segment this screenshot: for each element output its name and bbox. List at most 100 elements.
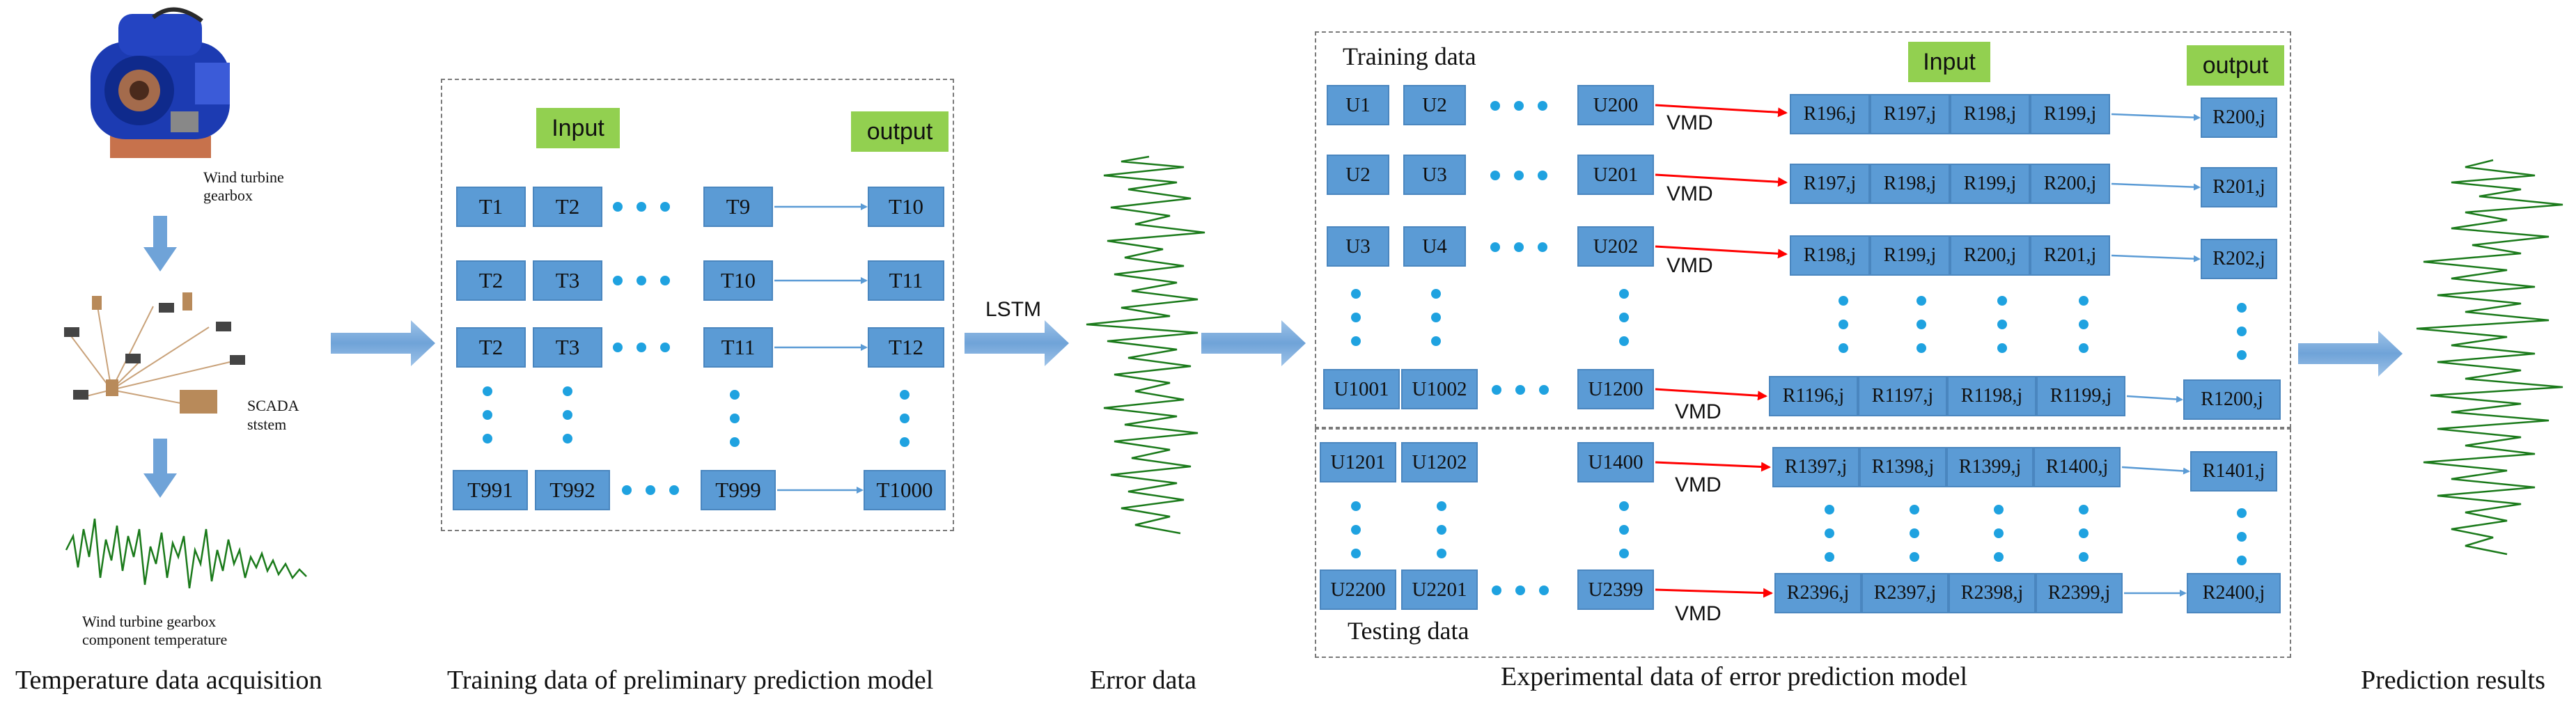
r-box: R201,j (2030, 235, 2110, 276)
temperature-waveform (65, 518, 307, 589)
vertical-dots (2079, 505, 2089, 562)
u-box: U1400 (1577, 442, 1654, 482)
r-box: R198,j (1790, 235, 1870, 276)
scada-network-image (69, 306, 231, 408)
vertical-dots (1619, 501, 1629, 558)
t-box: T992 (535, 470, 610, 510)
ellipsis-dots (613, 276, 670, 285)
t-box: T1000 (864, 470, 946, 510)
r-box: R1197,j (1858, 376, 1947, 416)
vertical-dots (1437, 501, 1446, 558)
r-box: R200,j (2201, 97, 2277, 138)
experimental-output-tag: output (2187, 45, 2284, 86)
vertical-dots (1910, 505, 1919, 562)
prediction-waveform (2416, 159, 2563, 556)
vertical-dots (1431, 289, 1441, 346)
r-box: R197,j (1790, 164, 1870, 204)
t-box: T999 (701, 470, 776, 510)
ellipsis-dots (1492, 586, 1549, 595)
caption-experimental: Experimental data of error prediction mo… (1501, 662, 1968, 691)
vmd-arrow (1655, 104, 1788, 118)
r-box: R198,j (1870, 164, 1950, 204)
u-box: U1202 (1401, 442, 1478, 482)
r-to-output-arrow (2126, 395, 2183, 403)
u-box: U1201 (1320, 442, 1396, 482)
t-box: T2 (533, 187, 602, 227)
r-box: R2396,j (1774, 573, 1861, 613)
r-box: R200,j (2030, 164, 2110, 204)
t-box: T2 (456, 260, 526, 301)
t-box: T10 (703, 260, 773, 301)
vmd-label: VMD (1675, 473, 1722, 496)
u-box: U1001 (1323, 369, 1400, 409)
r-box: R1199,j (2036, 376, 2125, 416)
caption-error: Error data (1090, 666, 1196, 695)
r-box: R1398,j (1859, 447, 1946, 487)
r-to-output-arrow (2111, 113, 2201, 121)
preliminary-output-tag: output (851, 111, 949, 152)
r-box: R1401,j (2190, 451, 2277, 492)
u-box: U1002 (1401, 369, 1478, 409)
r-box: R1200,j (2183, 379, 2281, 420)
error-waveform (1086, 155, 1205, 535)
r-box: R1397,j (1772, 447, 1859, 487)
caption-training: Training data of preliminary prediction … (447, 666, 934, 695)
vertical-dots (563, 386, 572, 443)
vertical-dots (1994, 505, 2004, 562)
testing-frame (1315, 428, 2291, 658)
temperature-label-1: Wind turbine gearbox (82, 613, 217, 630)
vertical-dots (2079, 296, 2089, 353)
u-box: U2 (1403, 85, 1466, 125)
vertical-dots (1839, 296, 1848, 353)
r-box: R1198,j (1947, 376, 2036, 416)
u-box: U3 (1327, 226, 1389, 267)
vertical-dots (2237, 508, 2247, 565)
u-box: U4 (1403, 226, 1466, 267)
t-box: T9 (703, 187, 773, 227)
scada-label-2: ststem (247, 416, 287, 433)
ellipsis-dots (613, 202, 670, 212)
ellipsis-dots (622, 485, 679, 495)
vertical-dots (2237, 303, 2247, 360)
u-box: U1 (1327, 85, 1389, 125)
ellipsis-dots (1492, 385, 1549, 395)
vertical-dots (730, 390, 740, 447)
u-box: U200 (1577, 85, 1654, 125)
vmd-arrow (1655, 173, 1788, 187)
t-box: T11 (703, 327, 773, 368)
t-box: T3 (533, 327, 602, 368)
t-box: T991 (453, 470, 528, 510)
r-box: R2397,j (1861, 573, 1949, 613)
vmd-arrow (1655, 588, 1773, 598)
t-box: T12 (868, 327, 944, 368)
t-box: T2 (456, 327, 526, 368)
r-box: R198,j (1950, 94, 2030, 134)
gearbox-image (91, 7, 230, 158)
caption-temperature: Temperature data acquisition (15, 666, 322, 695)
u-box: U1200 (1577, 369, 1654, 409)
vertical-dots (1825, 505, 1834, 562)
temperature-label-2: component temperature (82, 631, 228, 648)
vertical-dots (1917, 296, 1926, 353)
testing-data-label: Testing data (1348, 617, 1469, 645)
stage-arrow-4 (2298, 331, 2403, 377)
r-box: R2398,j (1949, 573, 2036, 613)
r-to-output-arrow (2121, 466, 2190, 475)
scada-label-1: SCADA (247, 397, 299, 414)
r-box: R2399,j (2036, 573, 2123, 613)
vmd-arrow (1655, 461, 1771, 472)
t-box: T10 (868, 187, 944, 227)
t-box: T1 (456, 187, 526, 227)
vmd-label: VMD (1666, 111, 1713, 134)
r-box: R199,j (1950, 164, 2030, 204)
r-box: R201,j (2201, 167, 2277, 207)
down-arrow-1 (143, 216, 177, 272)
vertical-dots (1619, 289, 1629, 346)
t-box: T11 (868, 260, 944, 301)
stage-arrow-2 (965, 320, 1069, 366)
r-box: R1196,j (1769, 376, 1858, 416)
gearbox-label-2: gearbox (203, 187, 253, 204)
vmd-label: VMD (1675, 400, 1722, 423)
r-to-output-arrow (2111, 182, 2201, 191)
